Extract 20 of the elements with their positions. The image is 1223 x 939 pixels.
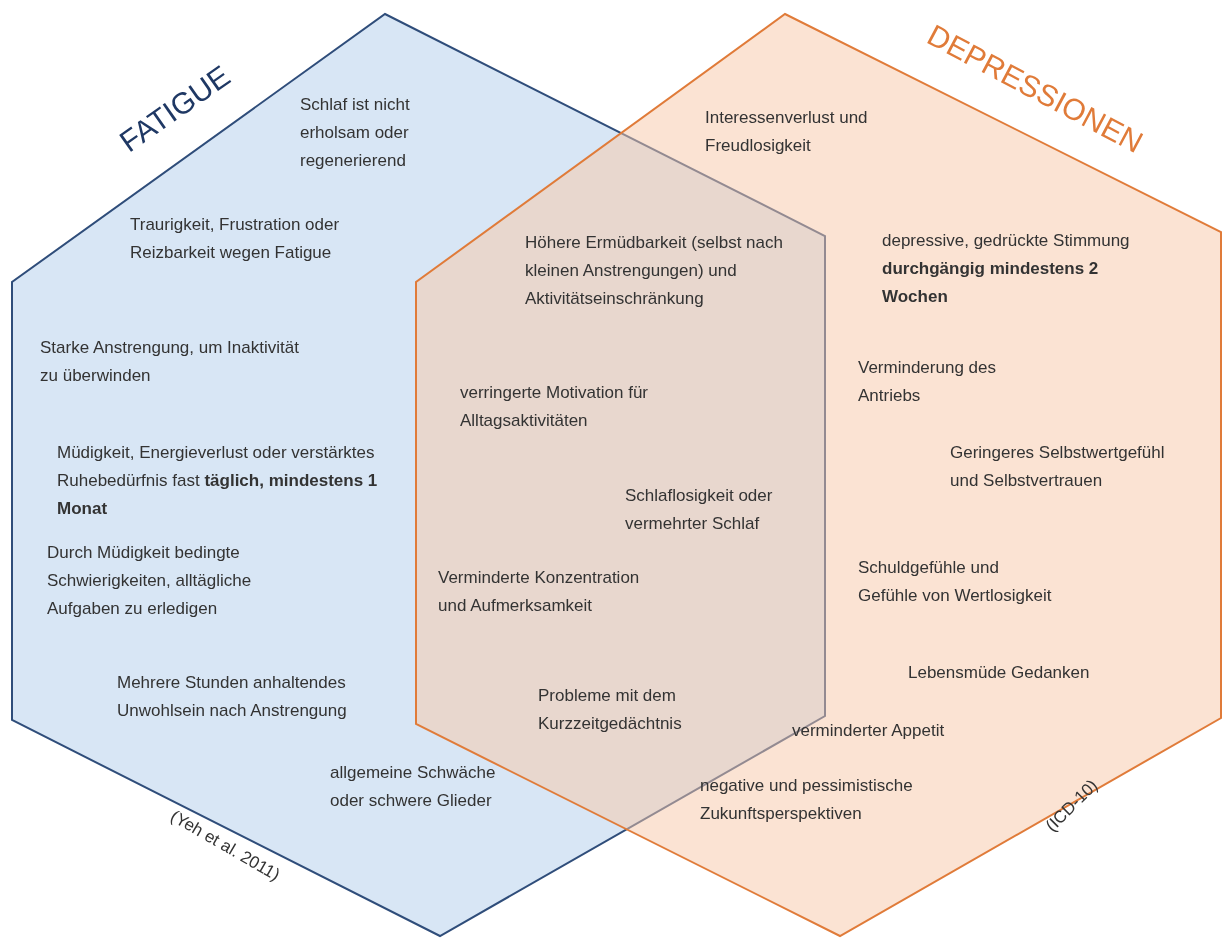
symptom-text: Mehrere Stunden anhaltendes Unwohlsein nach Anstrengung	[117, 672, 348, 722]
symptom-text: Geringeres Selbstwertgefühl und Selbstvertrauen	[950, 442, 1166, 492]
symptom-text: Verminderung des Antriebs	[858, 357, 997, 407]
symptom-text: Müdigkeit, Energieverlust oder verstärktes Ruhebedürfnis fast täglich, mindestens 1 Monat	[57, 442, 379, 520]
symptom-text: Probleme mit dem Kurzzeitgedächtnis	[538, 685, 683, 735]
symptom-text: Lebensmüde Gedanken	[908, 662, 1091, 684]
symptom-text: allgemeine Schwäche oder schwere Glieder	[330, 762, 497, 812]
symptom-text: Verminderte Konzentration und Aufmerksamkeit	[438, 567, 641, 617]
symptom-text: Traurigkeit, Frustration oder Reizbarkeit wegen Fatigue	[130, 214, 341, 264]
symptom-text: Interessenverlust und Freudlosigkeit	[705, 107, 869, 157]
symptom-text: depressive, gedrückte Stimmung durchgängig mindestens 2 Wochen	[882, 230, 1131, 308]
symptom-text: Starke Anstrengung, um Inaktivität zu überwinden	[40, 337, 300, 387]
symptom-text: negative und pessimistische Zukunftsperspektiven	[700, 775, 914, 825]
symptom-text: Schlaf ist nicht erholsam oder regenerierend	[300, 94, 411, 172]
symptom-text: Höhere Ermüdbarkeit (selbst nach kleinen Anstrengungen) und Aktivitätseinschränkung	[525, 232, 784, 310]
symptom-text: Schuldgefühle und Gefühle von Wertlosigkeit	[858, 557, 1053, 607]
symptom-text: Durch Müdigkeit bedingte Schwierigkeiten, alltägliche Aufgaben zu erledigen	[47, 542, 253, 620]
symptom-text: Schlaflosigkeit oder vermehrter Schlaf	[625, 485, 774, 535]
symptom-text: verminderter Appetit	[792, 720, 946, 742]
symptom-text: verringerte Motivation für Alltagsaktivitäten	[460, 382, 650, 432]
